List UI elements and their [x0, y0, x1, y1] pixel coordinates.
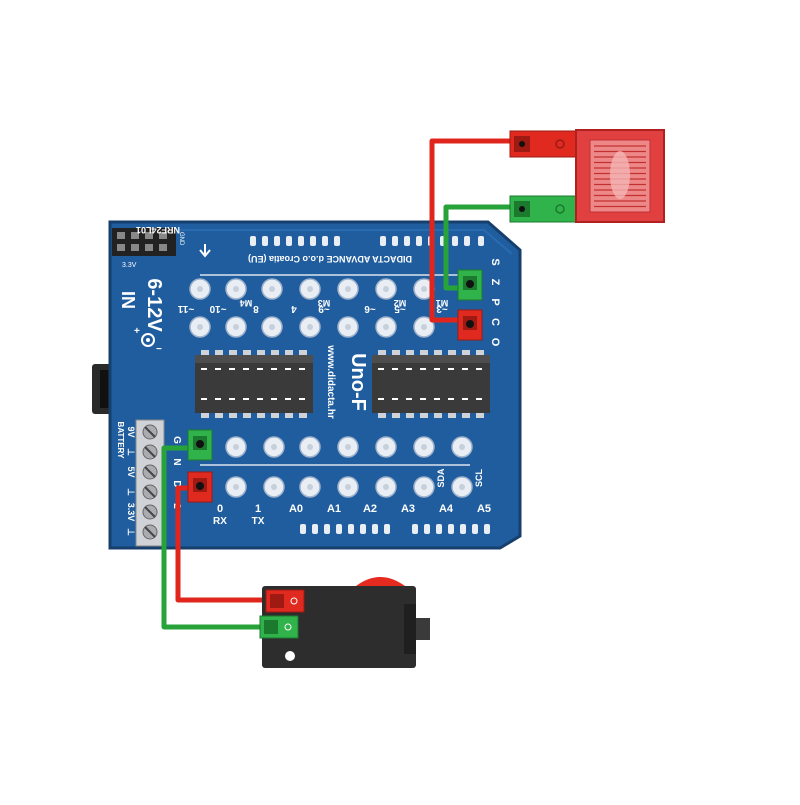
- battery-terminal-label: 5V: [126, 466, 136, 477]
- connector-green-right: [457, 269, 483, 301]
- left-header-letter: D: [171, 480, 182, 487]
- polarity-plus: +: [134, 326, 140, 337]
- arrow-down-icon: [199, 244, 211, 258]
- pad-row-top-1: [189, 278, 435, 300]
- website-label: www.didacta.hr: [325, 344, 336, 419]
- right-header-letter: Z: [489, 279, 501, 286]
- motor-labels: M1 M2 M3 M4: [240, 298, 449, 308]
- nrf-vcc-label: 3.3V: [122, 262, 137, 269]
- bottom-header-slots: [300, 524, 490, 534]
- polarity-minus: −: [156, 344, 162, 355]
- top-pin-label: 4: [291, 303, 297, 314]
- bottom-pin-sublabel: SCL: [474, 468, 484, 487]
- wire-green-heater: [443, 204, 525, 291]
- top-pin-labels: ~3 ~5 ~6 ~9 4 8 ~10 ~11: [177, 303, 447, 314]
- uno-f-shield-board: [108, 220, 522, 550]
- left-header-letter: N: [171, 458, 182, 465]
- ic-chip-right: [372, 350, 490, 418]
- right-header-letter: P: [489, 298, 501, 305]
- heater-module: [509, 129, 665, 223]
- motor-label: M2: [394, 298, 407, 308]
- bottom-pin-label: A5: [477, 503, 491, 515]
- right-header-letter: S: [489, 258, 501, 265]
- battery-terminal-label: 9V: [126, 426, 136, 437]
- bottom-pin-label: A4: [439, 503, 454, 515]
- polarity-icon: + −: [134, 326, 162, 355]
- battery-terminal-label: ⊥: [126, 488, 136, 496]
- bottom-pin-label: A0: [289, 503, 303, 515]
- nrf-gnd-label: GND: [178, 232, 184, 246]
- top-pin-label: ~11: [177, 303, 194, 314]
- bottom-pin-label: 0: [217, 503, 223, 515]
- motor-label: M4: [240, 298, 253, 308]
- wire-red-heater: [429, 138, 525, 323]
- connector-red-right: [457, 309, 483, 341]
- motor-label: M1: [436, 298, 449, 308]
- company-label: DIDACTA ADVANCE d.o.o Croatia (EU): [248, 254, 412, 264]
- bottom-pin-label: A3: [401, 503, 415, 515]
- nrf24l01-header: 3.3V GND NRF24L01: [112, 225, 211, 269]
- bottom-pin-label: A2: [363, 503, 377, 515]
- top-pin-label: ~9: [318, 303, 330, 314]
- top-pin-label: ~10: [209, 303, 226, 314]
- battery-terminal-label: 3.3V: [126, 503, 136, 522]
- power-input-label: 6-12V: [143, 278, 165, 332]
- in-label: IN: [118, 291, 138, 309]
- top-pin-label: ~5: [394, 303, 406, 314]
- right-header-letter: C: [489, 318, 501, 326]
- bottom-pin-sublabel: SDA: [436, 468, 446, 488]
- pad-row-bottom: [225, 436, 473, 498]
- bottom-pin-label: 1: [255, 503, 261, 515]
- brand-label: Uno-F: [347, 353, 369, 411]
- top-pin-label: 8: [253, 303, 259, 314]
- push-button-module: [259, 577, 430, 668]
- nrf-module-label: NRF24L01: [136, 225, 180, 235]
- battery-terminal-label: ⊥: [126, 528, 136, 536]
- right-header-letter: O: [489, 338, 501, 347]
- battery-label: BATTERY: [116, 422, 125, 460]
- right-header-letters: S Z P C O: [489, 258, 501, 346]
- battery-terminal-block: BATTERY 9V ⊥ 5V ⊥ 3.3V ⊥: [116, 419, 165, 547]
- motor-label: M3: [318, 298, 331, 308]
- bottom-pin-sublabel: TX: [252, 516, 265, 527]
- left-header-letter: G: [171, 436, 182, 444]
- connector-green-left: [187, 429, 213, 461]
- battery-terminal-label: ⊥: [126, 448, 136, 456]
- wire-green-button: [161, 445, 262, 630]
- ic-chip-left: [195, 350, 313, 418]
- bottom-pin-label: A1: [327, 503, 341, 515]
- top-pin-label: ~6: [364, 303, 376, 314]
- connector-red-left: [187, 471, 213, 503]
- top-pin-label: ~3: [436, 303, 448, 314]
- pad-row-top-2: [189, 316, 435, 338]
- bottom-pin-sublabel: RX: [213, 516, 227, 527]
